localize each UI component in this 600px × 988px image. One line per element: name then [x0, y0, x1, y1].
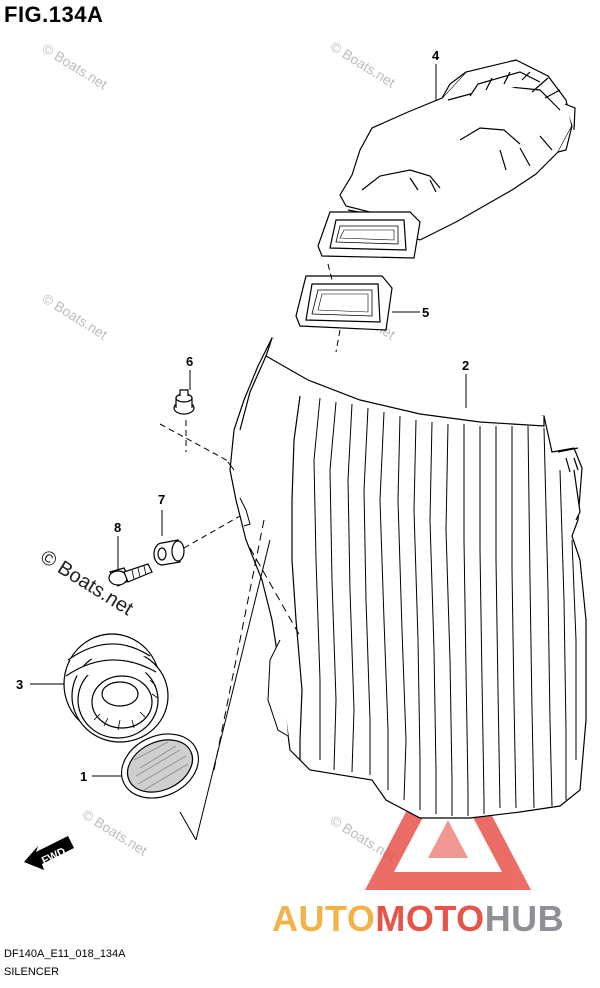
leader-lines: [30, 64, 467, 841]
bolt-8: [108, 563, 153, 587]
duct-seal: [295, 275, 393, 331]
callout-7: 7: [158, 492, 165, 507]
silencer-intake-ring: [63, 633, 169, 743]
brand-logo-text: AUTOMOTOHUB: [272, 898, 564, 940]
grommet-7: [153, 539, 185, 566]
callout-1: 1: [80, 769, 87, 784]
callout-8: 8: [114, 520, 121, 535]
silencer-case: [229, 337, 587, 819]
fwd-direction-arrow: FWD: [24, 836, 74, 870]
figure-title: FIG.134A: [4, 2, 104, 27]
callout-5: 5: [422, 305, 429, 320]
brand-part-auto: AUTO: [272, 898, 376, 939]
callout-6: 6: [186, 354, 193, 369]
silencer-duct: [317, 59, 576, 259]
brand-part-hub: HUB: [484, 898, 565, 939]
drawing-code: DF140A_E11_018_134A: [4, 948, 126, 960]
callout-4: 4: [432, 48, 440, 63]
callout-3: 3: [16, 677, 23, 692]
silencer-screen: [120, 733, 200, 799]
callout-2: 2: [462, 358, 469, 373]
section-name: SILENCER: [4, 966, 60, 978]
brand-part-moto: MOTO: [375, 898, 485, 939]
grommet-6: [173, 389, 195, 415]
